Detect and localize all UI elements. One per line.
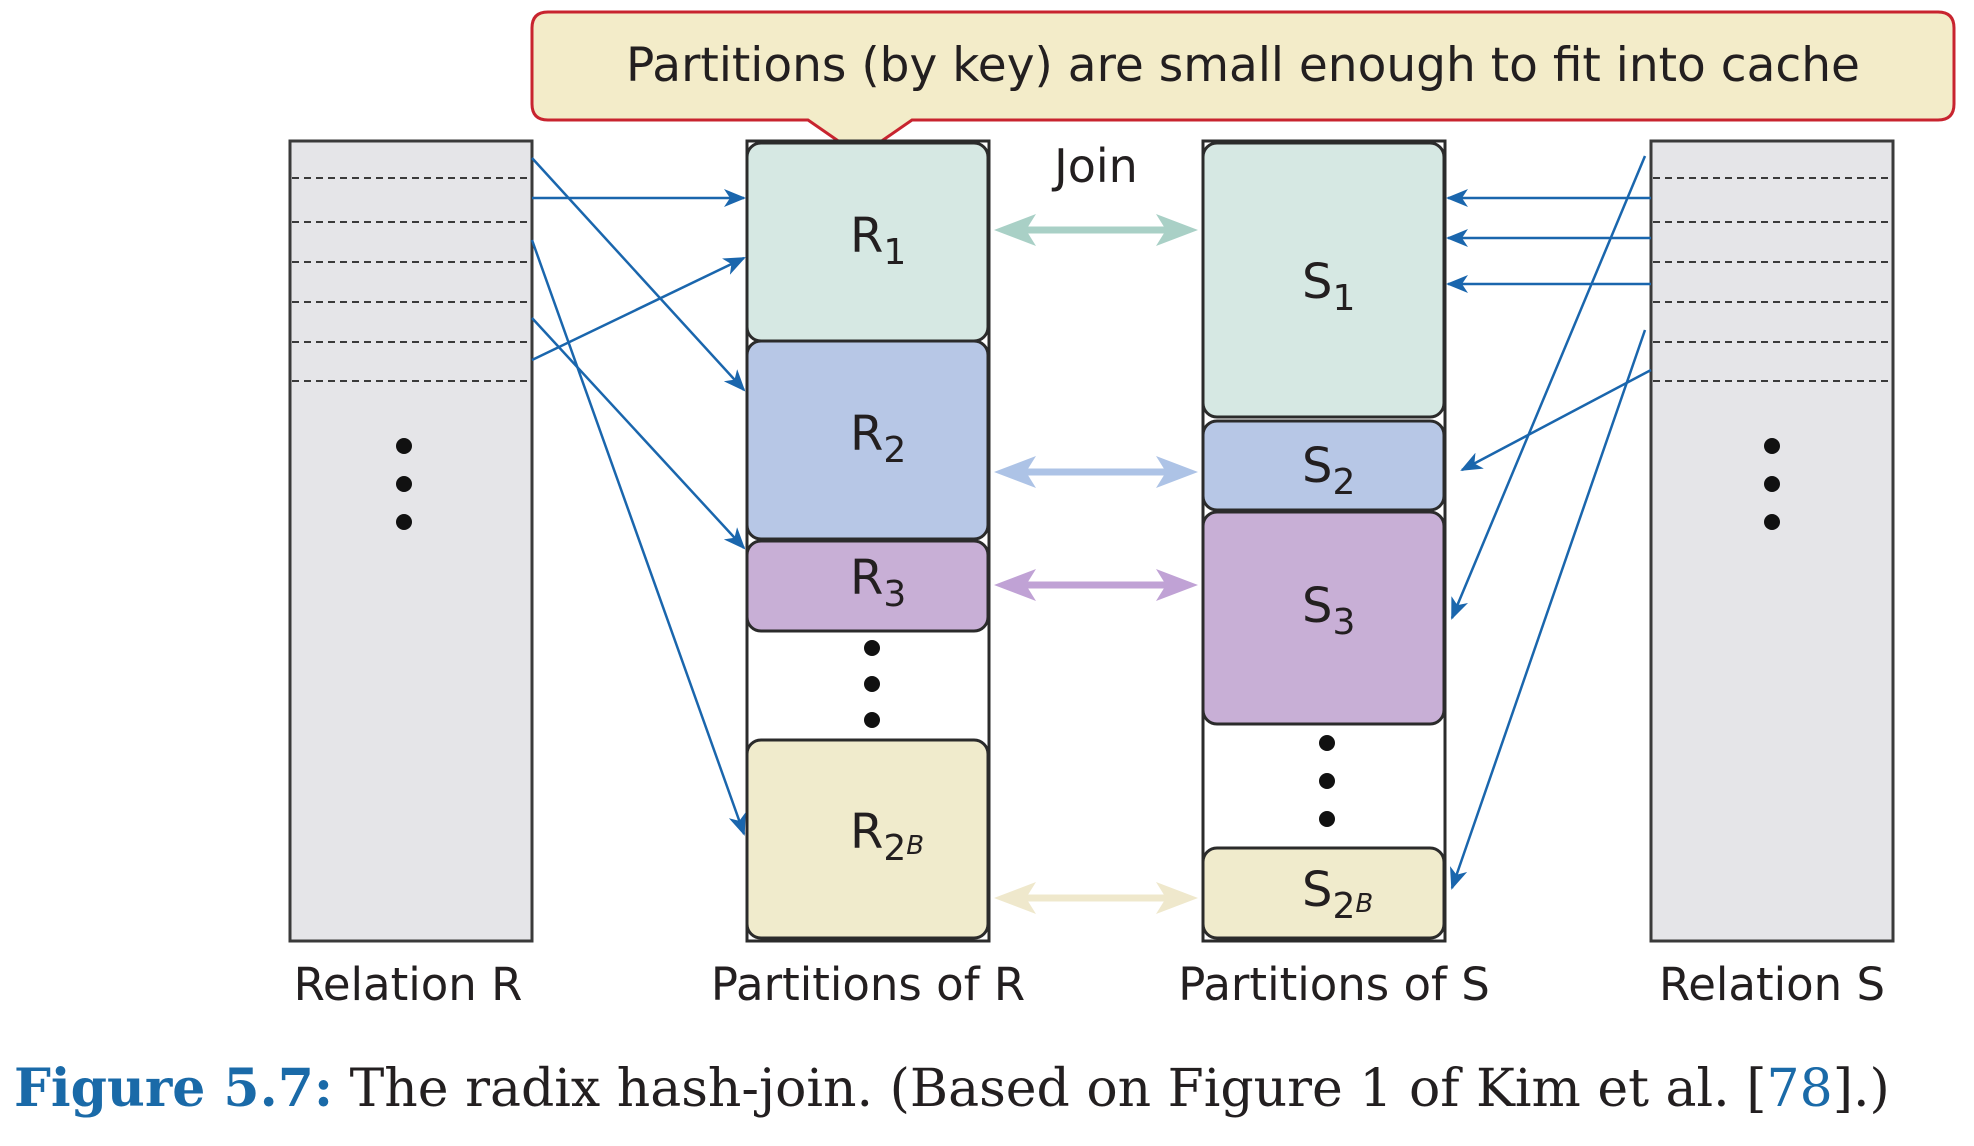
r-arrow <box>530 239 746 836</box>
relation-s-label: Relation S <box>1659 958 1885 1011</box>
relation-s-row-dividers <box>1653 177 1891 382</box>
partition-s1-label: S1 <box>1302 254 1355 319</box>
partition-r2 <box>745 339 990 541</box>
callout-bubble <box>530 10 1956 158</box>
figure-number: Figure 5.7: <box>14 1058 334 1119</box>
s-arrow <box>1460 368 1652 472</box>
s-arrow <box>1450 155 1647 620</box>
relation-r-ellipsis <box>396 438 412 530</box>
r-arrow <box>531 157 746 392</box>
relation-s: Relation S <box>1649 139 1895 1011</box>
partitions-s-label: Partitions of S <box>1178 958 1490 1011</box>
figure-caption: Figure 5.7: The radix hash-join. (Based … <box>14 1058 1890 1119</box>
partitions-s-ellipsis <box>1319 735 1335 827</box>
join-arrow-2b <box>994 882 1198 914</box>
partition-r2b-label: R2B <box>850 804 924 869</box>
caption-end: ].) <box>1832 1059 1890 1119</box>
r-arrow <box>531 256 746 362</box>
join-arrow-3 <box>994 569 1198 601</box>
relation-r-row-dividers <box>292 177 530 382</box>
partitions-r-label: Partitions of R <box>711 958 1025 1011</box>
join-arrow-2 <box>994 456 1198 488</box>
join-arrows <box>994 214 1198 914</box>
s-partition-arrows <box>1446 155 1652 890</box>
r-arrow <box>531 317 746 550</box>
join-arrow-1 <box>994 214 1198 246</box>
partition-r2b <box>745 738 990 940</box>
partition-s3 <box>1201 510 1446 726</box>
relation-r-box <box>288 139 534 943</box>
partition-r2-label: R2 <box>850 406 906 471</box>
partition-s3-label: S3 <box>1302 578 1355 643</box>
caption-text: The radix hash-join. (Based on Figure 1 … <box>349 1059 1767 1119</box>
partition-r1-label: R1 <box>850 208 906 273</box>
relation-r: Relation R <box>288 139 534 1011</box>
partitions-s: S1 S2 S3 S2B Partitions of S <box>1178 139 1490 1011</box>
relation-s-box <box>1649 139 1895 943</box>
partition-s2-label: S2 <box>1302 438 1355 503</box>
join-label: Join <box>1051 139 1138 193</box>
partitions-r: R1 R2 R3 R2B Partitions of R <box>711 139 1025 1011</box>
cache-callout: Partitions (by key) are small enough to … <box>530 10 1956 158</box>
relation-r-label: Relation R <box>294 958 523 1011</box>
partition-s2b <box>1201 846 1446 940</box>
partitions-r-ellipsis <box>864 640 880 728</box>
partition-s2 <box>1201 419 1446 512</box>
partition-s2b-label: S2B <box>1302 862 1373 927</box>
callout-text: Partitions (by key) are small enough to … <box>626 38 1860 93</box>
r-partition-arrows <box>530 157 746 836</box>
relation-s-ellipsis <box>1764 438 1780 530</box>
caption-reference-link[interactable]: 78 <box>1766 1059 1833 1119</box>
partition-s1 <box>1201 141 1446 419</box>
partition-r3 <box>745 539 990 633</box>
s-arrow <box>1450 329 1647 890</box>
partition-r3-label: R3 <box>850 550 906 615</box>
